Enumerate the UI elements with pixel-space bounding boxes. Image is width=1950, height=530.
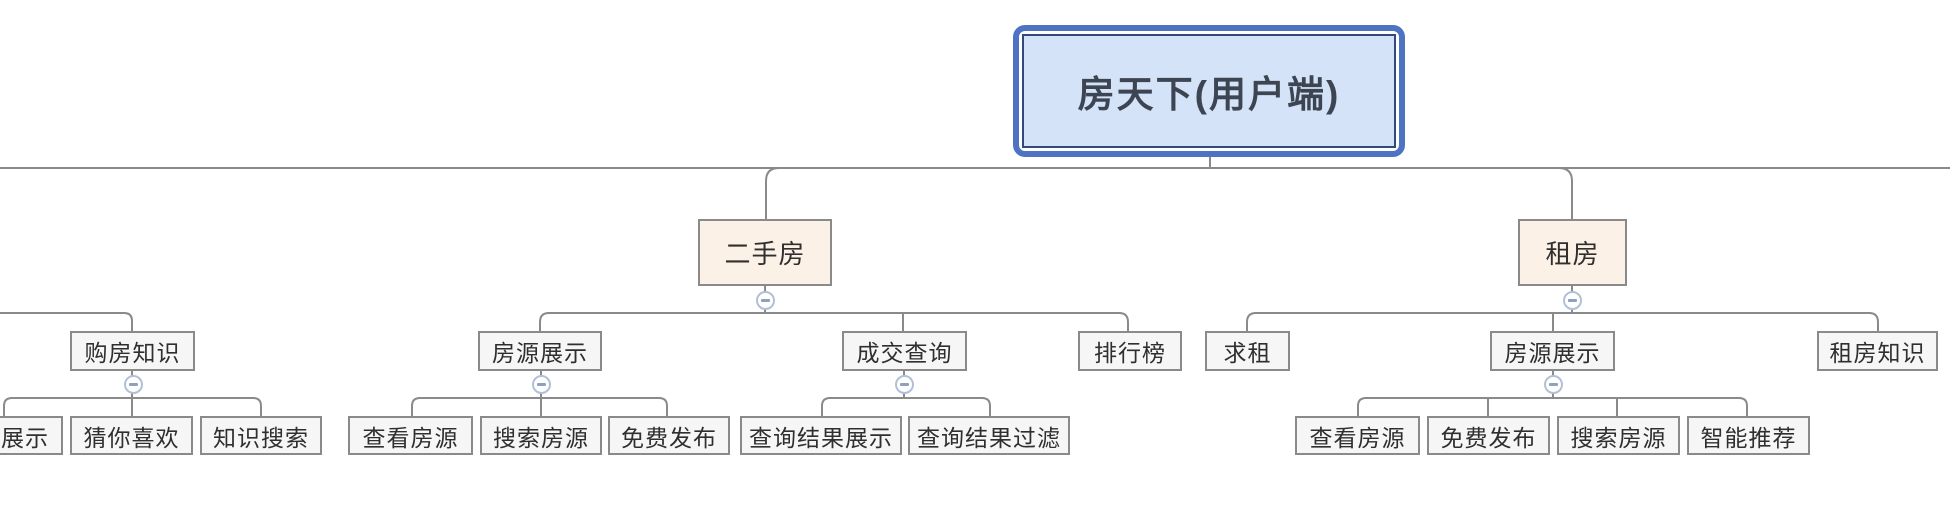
node-knowledge-search[interactable]: 知识搜索 xyxy=(200,416,322,455)
node-free-publish-secondhand[interactable]: 免费发布 xyxy=(608,416,730,455)
node-deal-query[interactable]: 成交查询 xyxy=(842,331,967,371)
node-secondhand-house[interactable]: 二手房 xyxy=(698,219,832,286)
node-listing-display-rent[interactable]: 房源展示 xyxy=(1490,331,1615,371)
collapse-minus-icon[interactable] xyxy=(124,375,143,394)
node-seek-rent[interactable]: 求租 xyxy=(1205,331,1290,371)
node-view-listings-secondhand[interactable]: 查看房源 xyxy=(348,416,473,455)
collapse-minus-icon[interactable] xyxy=(1563,291,1582,310)
node-root[interactable]: 房天下(用户端) xyxy=(1013,25,1405,157)
node-ranking-list[interactable]: 排行榜 xyxy=(1078,331,1182,371)
node-guess-you-like[interactable]: 猜你喜欢 xyxy=(70,416,193,455)
node-search-listings-rent[interactable]: 搜索房源 xyxy=(1557,416,1680,455)
node-search-listings-secondhand[interactable]: 搜索房源 xyxy=(480,416,602,455)
node-view-listings-rent[interactable]: 查看房源 xyxy=(1295,416,1420,455)
node-knowledge-display-clipped[interactable]: 展示 xyxy=(0,416,63,455)
collapse-minus-icon[interactable] xyxy=(532,375,551,394)
node-buy-knowledge[interactable]: 购房知识 xyxy=(70,331,195,371)
node-free-publish-rent[interactable]: 免费发布 xyxy=(1427,416,1550,455)
node-rent-knowledge[interactable]: 租房知识 xyxy=(1817,331,1938,371)
node-root-label: 房天下(用户端) xyxy=(1022,34,1396,148)
node-rent-house[interactable]: 租房 xyxy=(1518,219,1627,286)
collapse-minus-icon[interactable] xyxy=(1544,375,1563,394)
node-query-result-display[interactable]: 查询结果展示 xyxy=(740,416,902,455)
node-query-result-filter[interactable]: 查询结果过滤 xyxy=(908,416,1070,455)
node-smart-recommend[interactable]: 智能推荐 xyxy=(1687,416,1810,455)
collapse-minus-icon[interactable] xyxy=(756,291,775,310)
node-listing-display-secondhand[interactable]: 房源展示 xyxy=(478,331,602,371)
collapse-minus-icon[interactable] xyxy=(895,375,914,394)
